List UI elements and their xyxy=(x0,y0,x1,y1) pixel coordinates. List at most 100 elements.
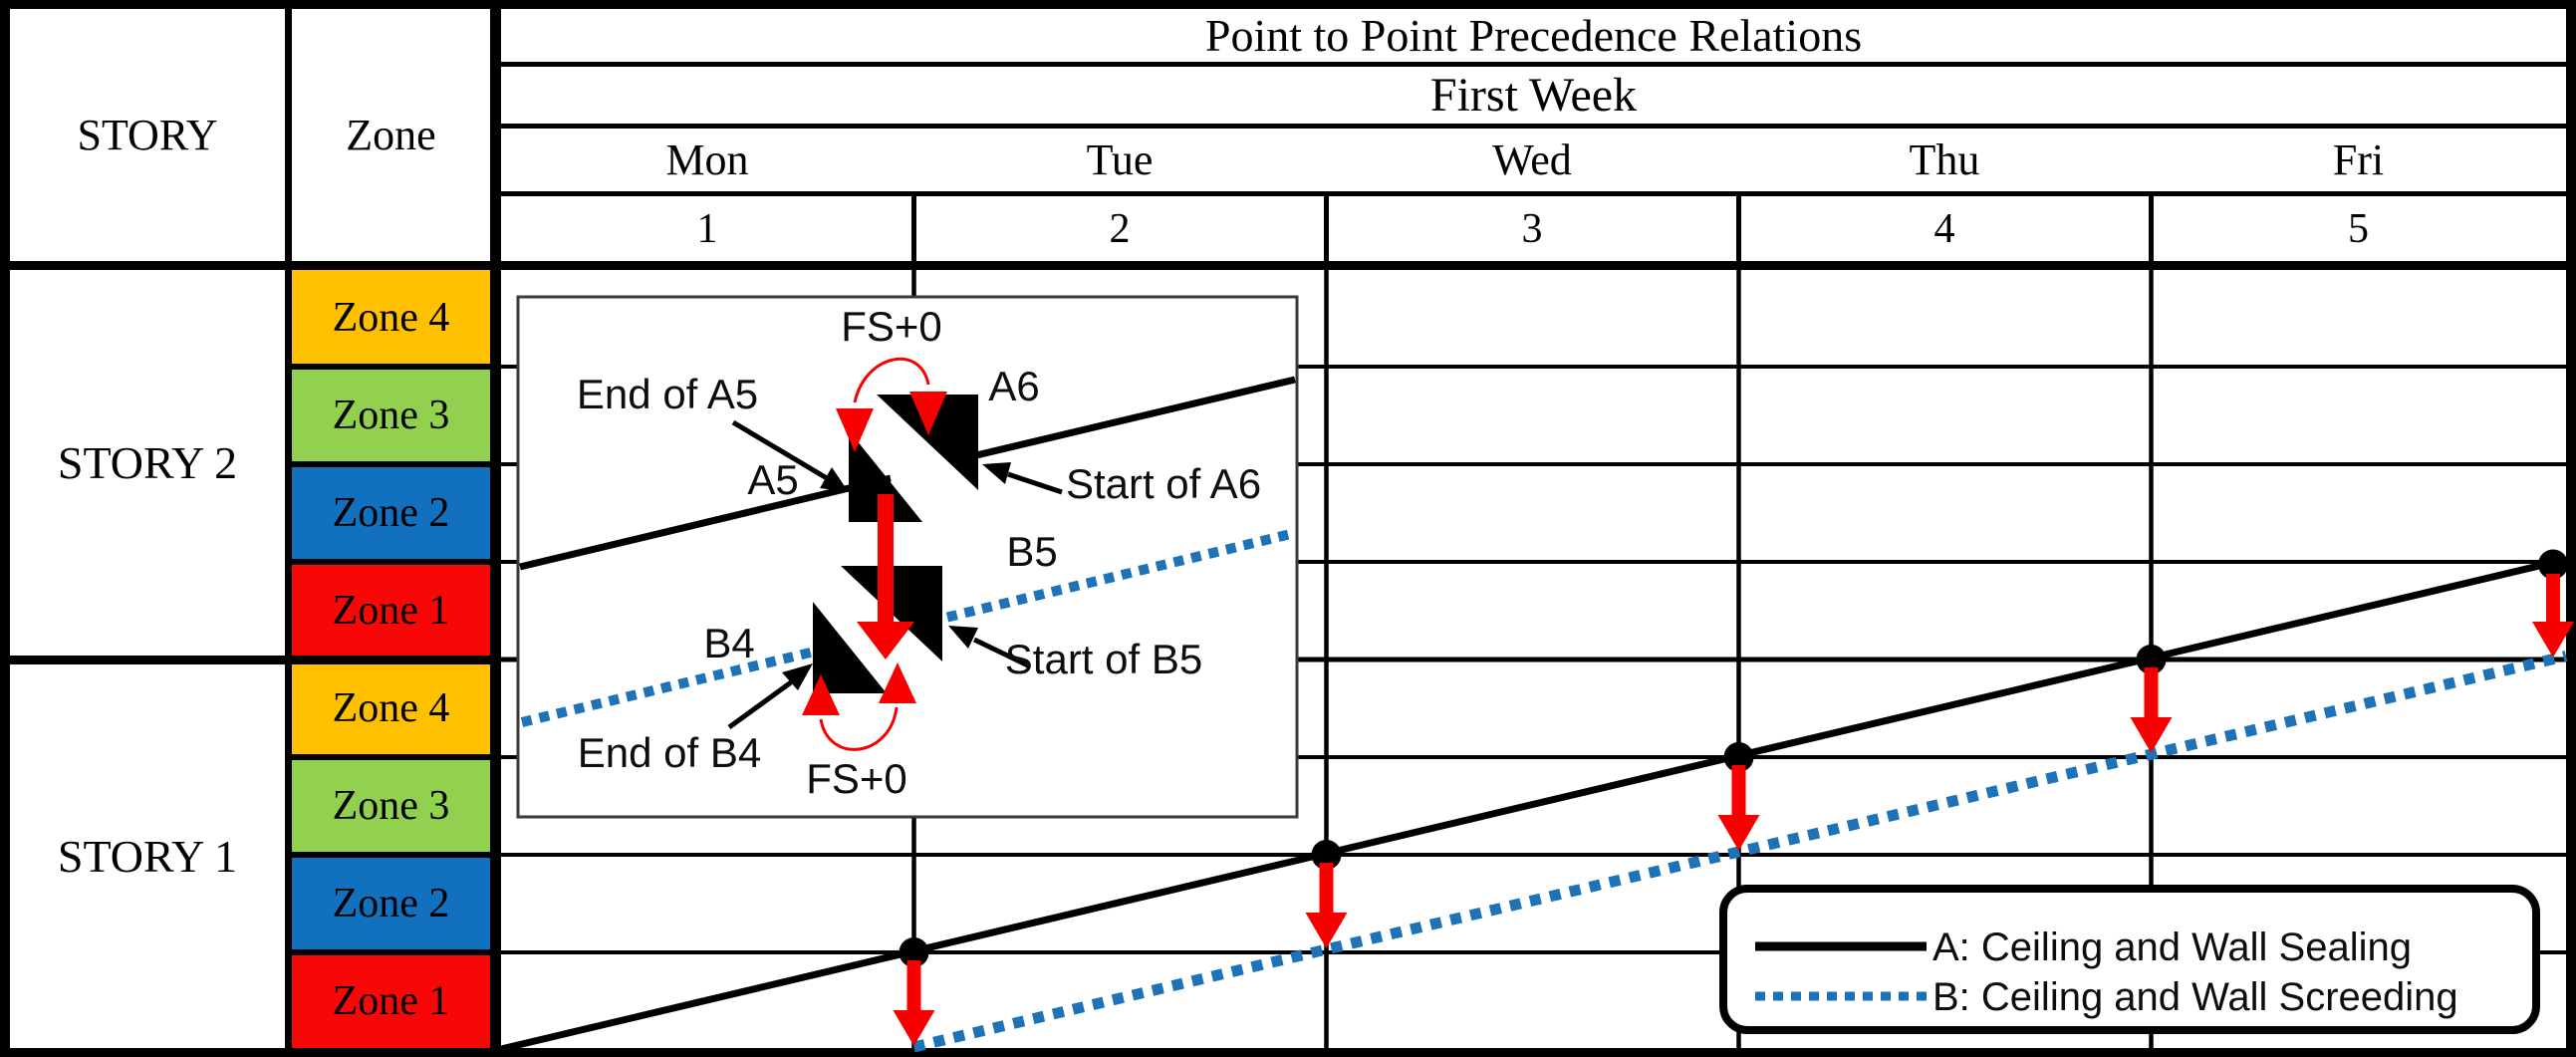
end-of-b4-label: End of B4 xyxy=(578,729,761,776)
precedence-arrow-day4 xyxy=(2130,667,2173,753)
fs0-loop-a xyxy=(836,357,947,452)
end-of-a5-pointer-head xyxy=(820,467,849,492)
start-of-b5-label: Start of B5 xyxy=(1005,636,1202,682)
table-border-left xyxy=(0,0,10,1057)
day-number: 5 xyxy=(2348,205,2369,252)
legend: A: Ceiling and Wall Sealing B: Ceiling a… xyxy=(1719,885,2540,1034)
inset-frame xyxy=(516,295,1299,819)
inset-line-a6 xyxy=(971,376,1296,460)
zone-cell: Zone 2 xyxy=(292,855,490,952)
zone-cell-border xyxy=(285,852,501,858)
day-number-separator xyxy=(1324,196,1329,261)
start-of-a6-pointer-head xyxy=(982,462,1011,484)
inset-line-a5 xyxy=(519,474,892,571)
table-border-bottom xyxy=(0,1048,2576,1057)
inset-line-b4 xyxy=(520,643,833,727)
legend-label-b: B: Ceiling and Wall Screeding xyxy=(1932,975,2458,1019)
header-row-line xyxy=(490,191,2576,196)
grid-lines xyxy=(501,270,2566,1048)
marker-day2 xyxy=(1311,840,1342,870)
end-of-a5-pointer xyxy=(731,419,829,481)
zone-cell-border xyxy=(285,754,501,760)
chart-title: Point to Point Precedence Relations xyxy=(1204,10,1863,61)
zone-cell-border xyxy=(285,949,501,955)
week-header: First Week xyxy=(1429,69,1638,122)
zone-label: Zone 3 xyxy=(332,393,450,438)
zone-column-header: Zone xyxy=(346,111,436,159)
zone-cell-border xyxy=(285,461,501,467)
a6-label: A6 xyxy=(988,363,1039,409)
day-number: 3 xyxy=(1521,205,1543,252)
legend-label-a: A: Ceiling and Wall Sealing xyxy=(1932,925,2412,969)
annotation-arrows xyxy=(727,419,1063,730)
zone-label: Zone 2 xyxy=(332,881,450,926)
zone-label: Zone 1 xyxy=(332,978,450,1024)
day-number: 2 xyxy=(1109,205,1131,252)
b5-label: B5 xyxy=(1006,528,1057,575)
precedence-arrow-day3 xyxy=(1717,765,1760,851)
start-of-b5-pointer-head xyxy=(948,626,978,649)
start-of-a6-pointer xyxy=(1007,471,1063,495)
precedence-arrow-day2 xyxy=(1305,863,1348,948)
end-of-a5-label: End of A5 xyxy=(577,371,758,417)
day-header-wed: Wed xyxy=(1492,135,1572,184)
story-2-label: STORY 2 xyxy=(57,437,238,488)
zone-label: Zone 4 xyxy=(332,685,450,731)
story-zone-separator xyxy=(285,0,292,1057)
fs0-loop-b xyxy=(802,662,916,751)
zone-chart-separator xyxy=(490,0,501,1057)
day-header-fri: Fri xyxy=(2332,135,2385,184)
day-number: 1 xyxy=(696,205,718,252)
day-number-separator xyxy=(2149,196,2154,261)
marker-day3 xyxy=(1723,742,1754,772)
zone-label: Zone 2 xyxy=(332,490,450,536)
header-bottom-border xyxy=(0,261,2576,270)
day-header-mon: Mon xyxy=(665,135,749,184)
start-of-a6-label: Start of A6 xyxy=(1066,460,1261,507)
end-of-a5-marker xyxy=(849,430,922,522)
zone-cell-border xyxy=(285,559,501,565)
table-border-right xyxy=(2566,0,2576,1057)
start-of-b5-pointer xyxy=(972,637,1030,668)
marker-day4 xyxy=(2136,645,2167,674)
zone-cell: Zone 4 xyxy=(292,269,490,367)
precedence-inset: FS+0 End of A5 A6 A5 Start of A6 B5 B4 S… xyxy=(516,295,1299,819)
zone-cell: Zone 1 xyxy=(292,952,490,1050)
end-of-b4-pointer xyxy=(727,679,793,730)
line-a-markers xyxy=(899,549,2568,967)
zone-cell: Zone 2 xyxy=(292,464,490,562)
fs0-label-top: FS+0 xyxy=(841,303,942,350)
legend-box xyxy=(1719,885,2540,1034)
precedence-arrows xyxy=(893,574,2574,1046)
table-border-top xyxy=(0,0,2576,9)
start-of-b5-marker xyxy=(841,566,942,661)
precedence-arrow-day1 xyxy=(893,960,935,1046)
header-row-line xyxy=(490,124,2576,129)
marker-day5 xyxy=(2538,549,2568,580)
story-1-label: STORY 1 xyxy=(57,831,238,882)
inset-line-b5 xyxy=(910,528,1297,631)
zone-label: Zone 1 xyxy=(332,588,450,634)
line-b-screeding xyxy=(912,651,2568,1053)
day-number: 4 xyxy=(1933,205,1955,252)
start-of-a6-marker xyxy=(877,395,978,490)
story-divider xyxy=(0,656,501,664)
a5-label: A5 xyxy=(747,456,798,503)
end-of-b4-marker xyxy=(813,602,887,693)
zone-cell-border xyxy=(285,364,501,370)
day-number-separator xyxy=(1736,196,1741,261)
zone-label: Zone 4 xyxy=(332,295,450,341)
zone-cell: Zone 3 xyxy=(292,367,490,464)
zone-cell: Zone 4 xyxy=(292,660,490,757)
header-row-line xyxy=(490,62,2576,67)
line-a-sealing xyxy=(499,557,2564,1052)
fs0-label-bottom: FS+0 xyxy=(806,755,907,802)
marker-day1 xyxy=(899,937,929,967)
story-column-header: STORY xyxy=(77,111,218,159)
vertical-link-arrow xyxy=(857,494,914,660)
end-of-b4-pointer-head xyxy=(782,663,813,690)
zone-cell: Zone 3 xyxy=(292,757,490,855)
b4-label: B4 xyxy=(703,620,754,666)
day-header-tue: Tue xyxy=(1086,135,1154,184)
